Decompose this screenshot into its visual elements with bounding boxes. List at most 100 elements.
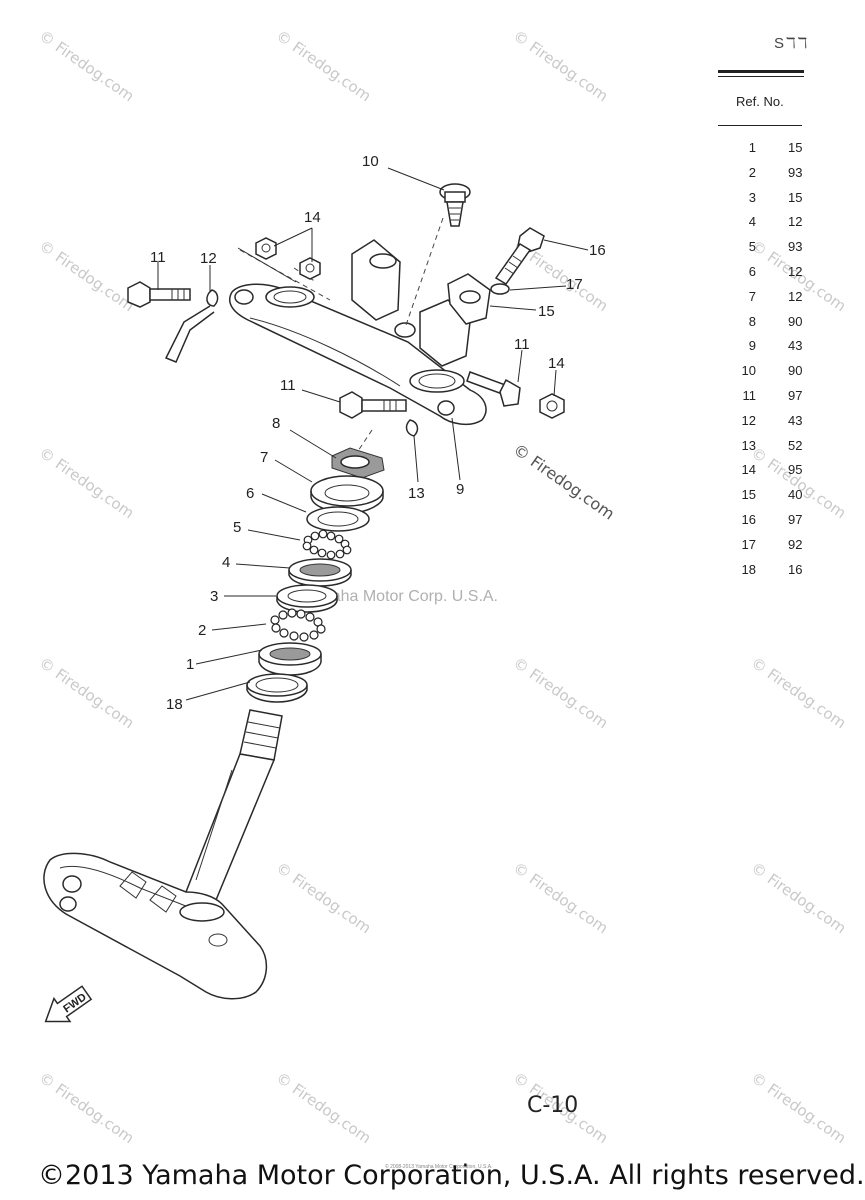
part-6-ring [306,506,370,532]
ref-number: 11 [742,387,757,403]
watermark: © Firedog.com [510,654,612,733]
callout-7: 7 [260,449,268,466]
watermark: © Firedog.com [273,1069,375,1148]
table-title-fragment: Sℸℸ [774,35,810,52]
watermark: © Firedog.com [36,237,138,316]
watermark: © Firedog.com [36,1069,138,1148]
callout-5: 5 [233,519,241,536]
parts-diagram: © Firedog.com © Firedog.com © Firedog.co… [36,27,850,1148]
part-18-seal [246,673,308,703]
center-watermark: Yamaha Motor Corp. U.S.A. [300,588,498,605]
callout-13: 13 [408,485,425,502]
part-5-balls [302,529,352,560]
table-row: 5 93 [718,239,846,264]
part-number-fragment: 43 [788,412,803,428]
watermark-dark: © Firedog.com [510,440,618,524]
ref-number: 18 [741,561,756,577]
part-number-fragment: 97 [788,511,803,527]
ref-number: 17 [741,536,756,552]
part-number-fragment: 15 [788,189,803,205]
leader-lines [157,167,589,701]
part-2-balls [270,608,326,642]
ref-number: 5 [748,239,756,255]
ref-number: 4 [748,214,756,230]
callout-2: 2 [198,622,206,639]
tiny-note: © 2008-2013 Yamaha Motor Corporation, U.… [385,1164,493,1170]
table-rule [718,70,804,73]
upper-bracket [228,239,487,426]
part-3-race [276,584,338,613]
part-number-fragment: 93 [788,239,803,255]
part-15-16-17 [447,227,545,325]
table-row: 11 97 [718,388,846,413]
watermark: © Firedog.com [748,654,850,733]
part-number-fragment: 92 [788,536,803,552]
ref-number: 16 [741,511,756,527]
callout-16: 16 [589,242,606,259]
part-number-fragment: 12 [788,288,803,304]
part-number-fragment: 97 [788,387,803,403]
ref-number: 15 [741,487,756,503]
watermark: © Firedog.com [748,859,850,938]
table-header-ref-no: Ref. No. [736,94,784,109]
ref-number: 9 [748,338,756,354]
ref-number: 14 [741,462,756,478]
part-number-fragment: 15 [788,140,803,155]
part-7-cover [310,475,384,514]
part-number-fragment: 90 [788,363,803,379]
part-9-steering-stem [43,709,283,1000]
copyright-notice: ©2013 Yamaha Motor Corporation, U.S.A. A… [38,1160,865,1191]
watermark: © Firedog.com [36,654,138,733]
callout-11: 11 [280,377,296,394]
watermark: © Firedog.com [36,444,138,523]
page-label: C-10 [527,1093,579,1118]
part-8-stem-nut [331,447,385,479]
callout-11: 11 [514,336,530,353]
callout-4: 4 [222,554,230,571]
ref-number: 7 [748,288,756,304]
callout-8: 8 [272,415,280,432]
part-4-race [288,558,352,587]
callout-15: 15 [538,303,555,320]
part-number-fragment: 95 [788,462,803,478]
watermark: © Firedog.com [36,27,138,106]
ref-number: 13 [741,437,756,453]
ref-number: 10 [741,363,756,379]
callout-6: 6 [246,485,254,502]
table-row: 7 12 [718,289,846,314]
callout-3: 3 [210,588,218,605]
ref-number: 2 [748,164,756,180]
callout-11: 11 [150,249,166,266]
part-number-fragment: 12 [788,214,803,230]
table-row: 2 93 [718,165,846,190]
callout-17: 17 [566,276,583,293]
part-number-fragment: 52 [788,437,803,453]
part-number-fragment: 40 [788,487,803,503]
table-row: 13 52 [718,438,846,463]
table-row: 3 15 [718,190,846,215]
table-row: 9 43 [718,338,846,363]
callout-12: 12 [200,250,217,267]
part-number-fragment: 43 [788,338,803,354]
part-number-fragment: 93 [788,164,803,180]
table-rule [718,125,802,126]
callout-18: 18 [166,696,183,713]
callout-1: 1 [186,656,194,673]
table-row: 4 12 [718,214,846,239]
table-row: 14 95 [718,462,846,487]
ref-number: 3 [748,189,756,205]
fwd-arrow-icon: FWD [44,985,93,1023]
part-number-fragment: 90 [788,313,803,329]
part-14-nuts [255,237,565,419]
ref-number: 6 [748,263,756,279]
ref-number: 1 [748,140,756,155]
watermark: © Firedog.com [273,859,375,938]
